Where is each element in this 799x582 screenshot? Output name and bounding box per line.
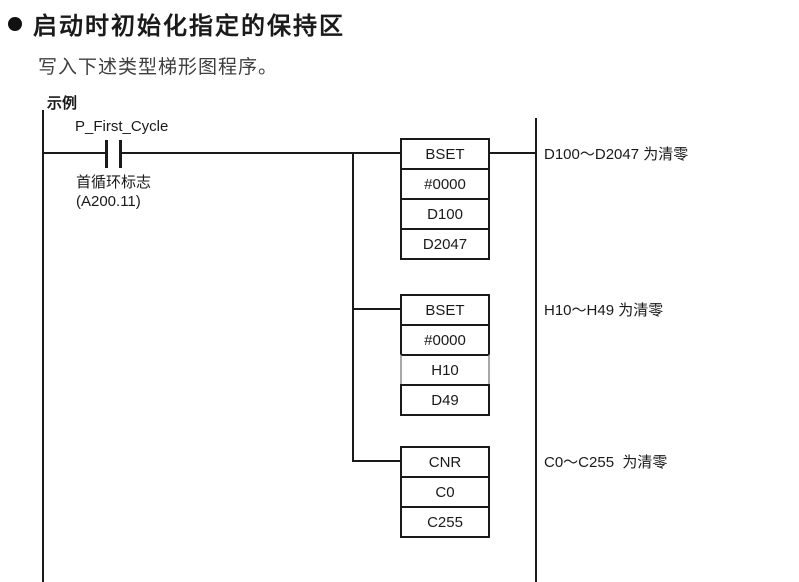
block3-operand2-cell: C255 — [400, 506, 490, 538]
block1-comment: D100～D2047 为清零 — [544, 146, 689, 163]
contact-label: P_First_Cycle — [75, 118, 169, 135]
instruction-block-bset-h: BSET #0000 H10 D49 — [400, 294, 490, 416]
block3-operand1-cell: C0 — [400, 476, 490, 508]
contact-description: 首循环标志 (A200.11) — [76, 173, 151, 211]
subtitle-text: 写入下述类型梯形图程序。 — [38, 57, 279, 78]
left-power-rail — [42, 110, 44, 582]
branch-connector-block3 — [352, 460, 400, 462]
contact-bar-right-icon — [119, 140, 122, 168]
block1-operand1-cell: #0000 — [400, 168, 490, 200]
right-power-rail — [535, 118, 537, 582]
instruction-block-cnr: CNR C0 C255 — [400, 446, 490, 538]
block2-comment: H10～H49 为清零 — [544, 302, 664, 319]
contact-address: (A200.11) — [76, 193, 141, 210]
block1-operand3-cell: D2047 — [400, 228, 490, 260]
block3-comment: C0～C255 为清零 — [544, 454, 668, 471]
rung-line-right — [122, 152, 400, 154]
instruction-block-bset-d: BSET #0000 D100 D2047 — [400, 138, 490, 260]
page-title: 启动时初始化指定的保持区 — [33, 13, 345, 40]
block2-operand2-cell: H10 — [400, 354, 490, 386]
block3-opcode-cell: CNR — [400, 446, 490, 478]
block1-output-connector — [490, 152, 535, 154]
section-heading: 启动时初始化指定的保持区 — [8, 6, 345, 41]
rung-line-left — [42, 152, 105, 154]
block2-operand1-cell: #0000 — [400, 324, 490, 356]
block2-opcode-cell: BSET — [400, 294, 490, 326]
contact-bar-left-icon — [105, 140, 108, 168]
example-label: 示例 — [47, 95, 78, 112]
branch-vertical-line — [352, 152, 354, 462]
bullet-icon — [8, 16, 22, 31]
block1-operand2-cell: D100 — [400, 198, 490, 230]
contact-description-text: 首循环标志 — [76, 174, 152, 191]
block2-operand3-cell: D49 — [400, 384, 490, 416]
block1-opcode-cell: BSET — [400, 138, 490, 170]
branch-connector-block2 — [352, 308, 400, 310]
